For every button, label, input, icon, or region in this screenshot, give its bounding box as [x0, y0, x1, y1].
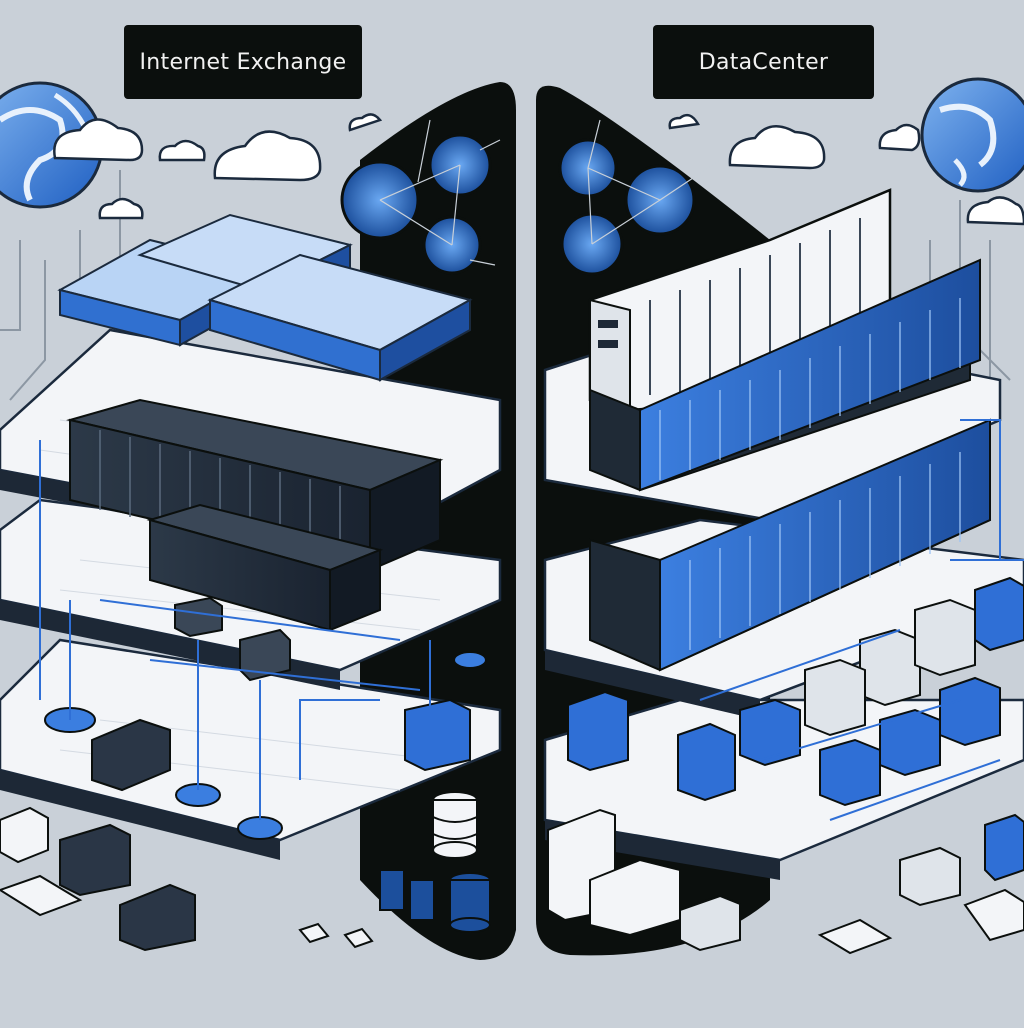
- right-wires: [699, 419, 1024, 821]
- network-node-icon-group-left: [340, 119, 501, 275]
- server-rack-icon-group-right-upper: [589, 258, 981, 492]
- computer-icon-group-right: [547, 808, 961, 952]
- internet-exchange-label: Internet Exchange: [124, 25, 362, 99]
- datacenter-label: DataCenter: [653, 25, 874, 99]
- server-rack-icon-group-left: [66, 398, 444, 632]
- network-node-icon-group-right: [558, 119, 721, 276]
- cloud-icon: [53, 113, 1024, 226]
- server-rack-icon-group-right-lower: [589, 418, 992, 672]
- document-icon-left: [0, 874, 374, 949]
- router-icon-group-left: [0, 596, 487, 952]
- globe-icon-right: [920, 77, 1024, 193]
- database-icon-left: [379, 791, 491, 933]
- switch-icon-group-right: [567, 576, 1024, 882]
- switch-icon-group-left: [57, 213, 473, 382]
- document-icon-right: [817, 888, 1024, 955]
- left-wires: [39, 440, 431, 820]
